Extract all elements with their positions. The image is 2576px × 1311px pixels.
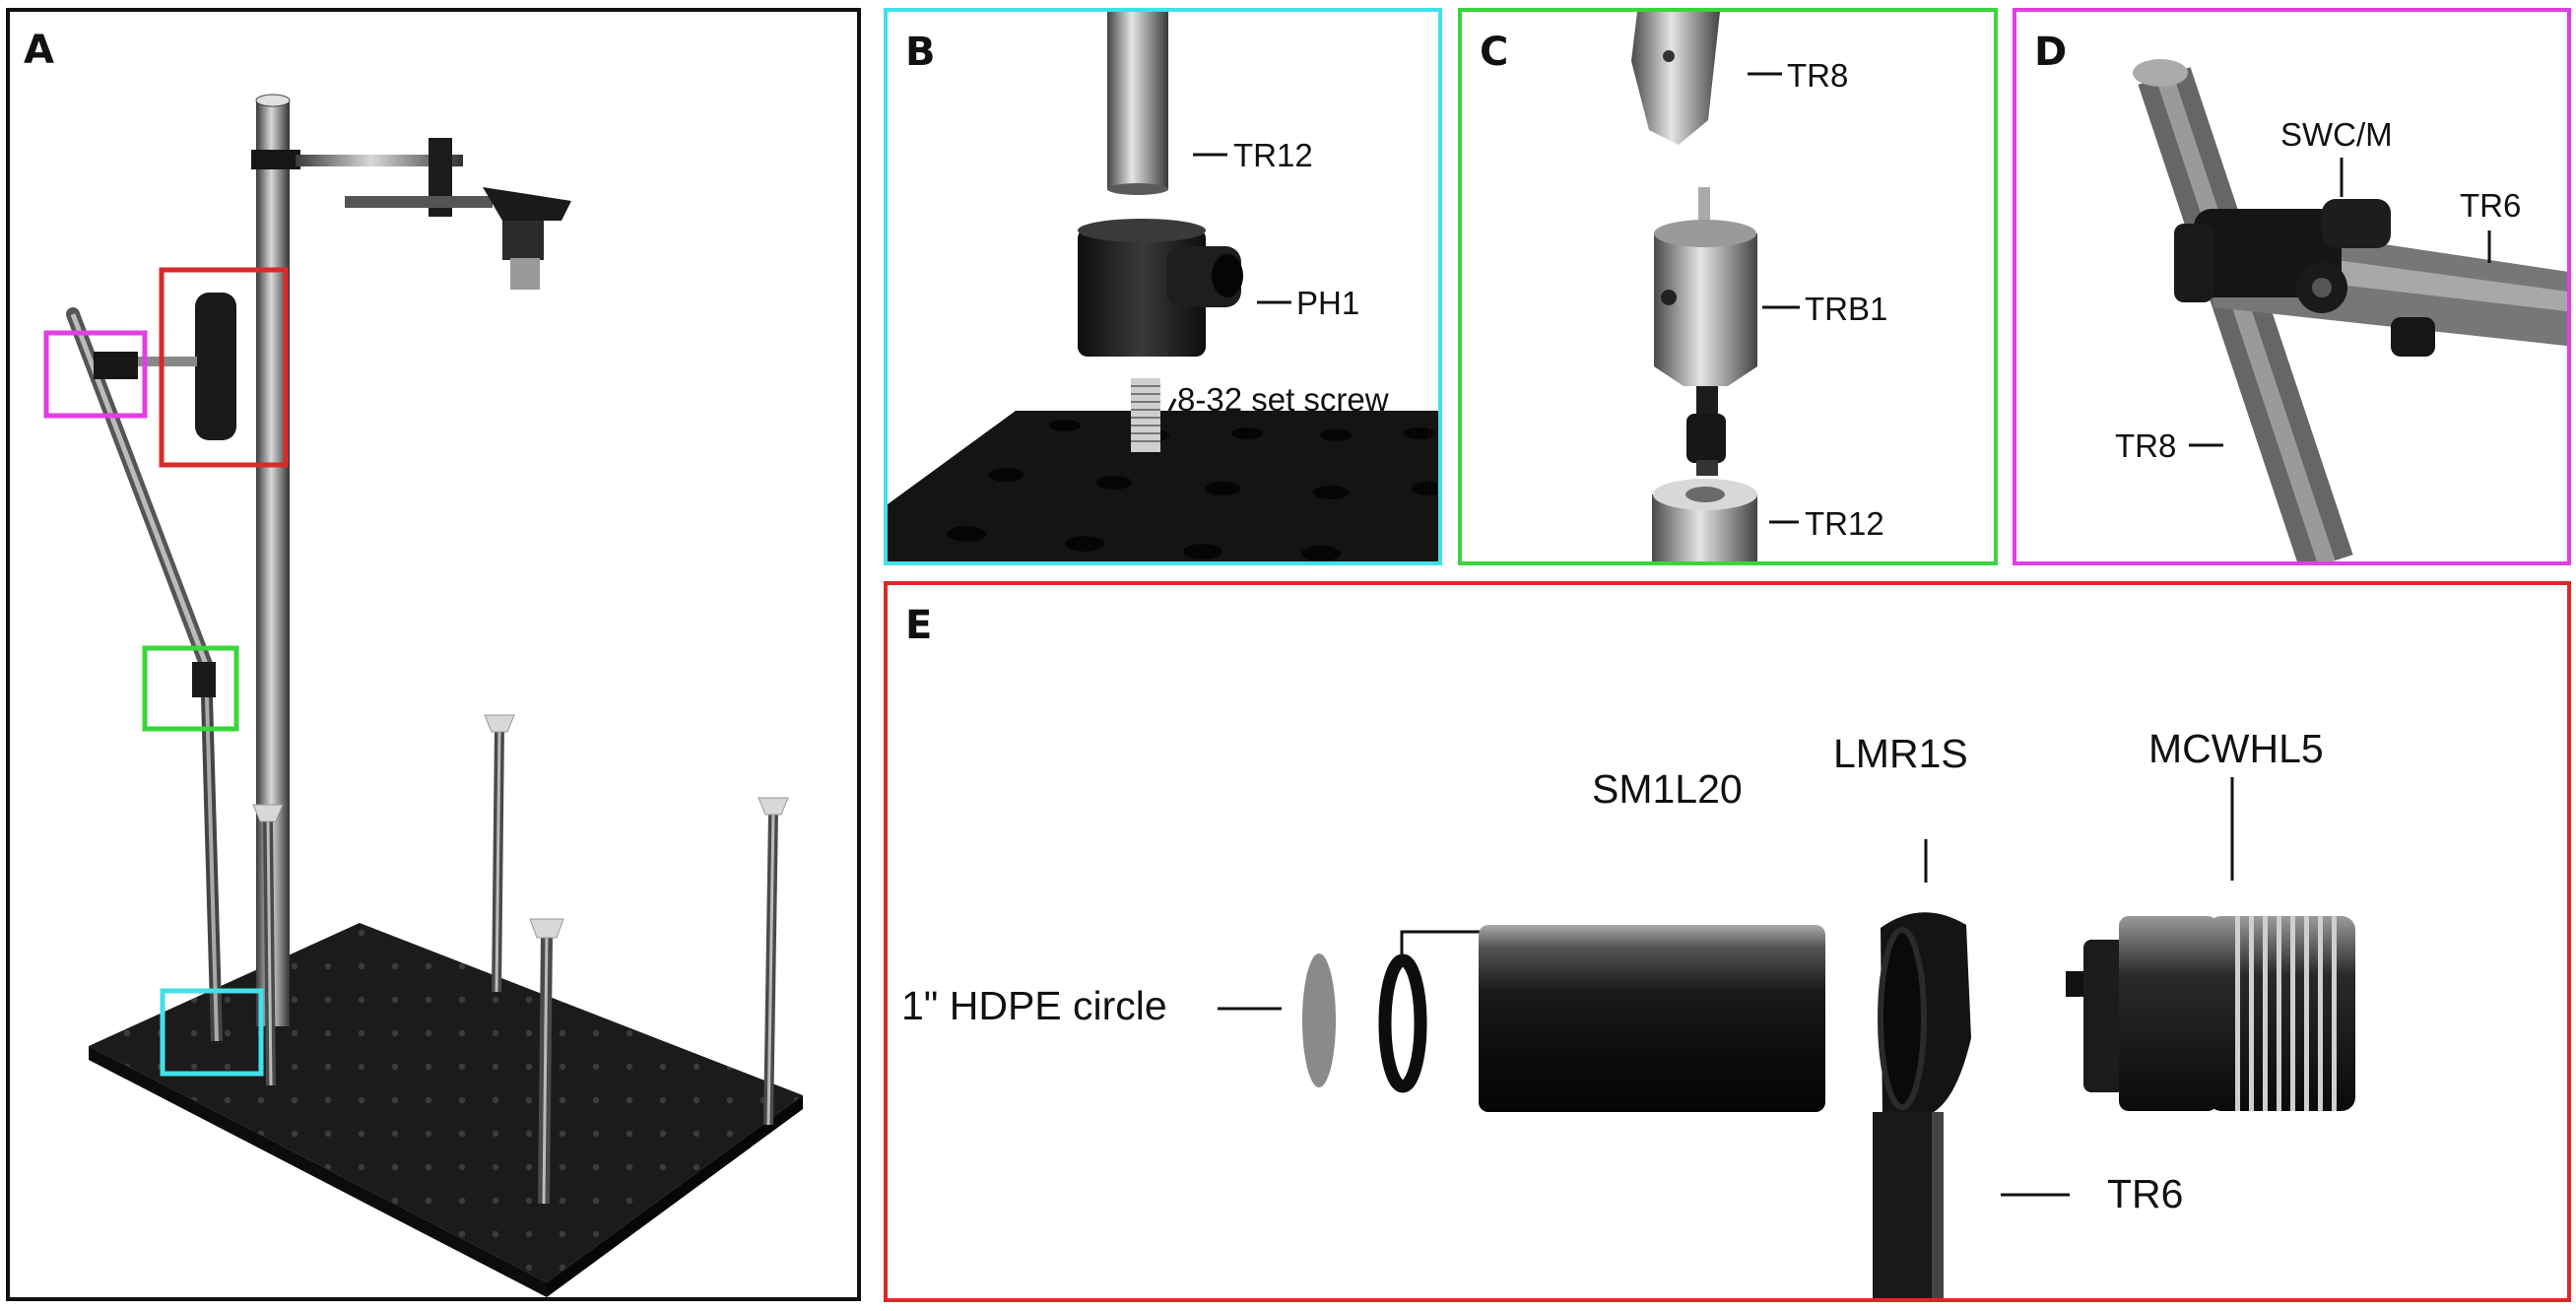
label-sm1l20: SM1L20: [1592, 766, 1743, 812]
label-lmr1s: LMR1S: [1833, 731, 1968, 776]
callout-d-box: [43, 330, 148, 419]
panel-e: E SM1L20 LMR1S MCWHL5 1" HDPE circle TR6: [884, 581, 2571, 1302]
label-tr12: TR12: [1233, 137, 1313, 173]
label-mcwhl5: MCWHL5: [2148, 726, 2324, 771]
callout-e-box: [159, 267, 289, 468]
label-swcm: SWC/M: [2280, 116, 2393, 153]
panel-d-illustration: [2133, 59, 2567, 561]
callout-b-box: [160, 988, 264, 1077]
panel-c-letter: C: [1480, 30, 1509, 75]
panel-c-illustration: [1631, 12, 1800, 561]
label-hdpe-circle: 1" HDPE circle: [901, 983, 1167, 1028]
label-tr6-d: TR6: [2460, 187, 2522, 224]
callout-c-box: [142, 645, 239, 732]
panel-d-letter: D: [2034, 30, 2068, 75]
label-ph1: PH1: [1296, 285, 1360, 321]
panel-b-illustration: [888, 12, 1438, 561]
breadboard: [89, 923, 803, 1297]
label-tr8: TR8: [1787, 57, 1849, 94]
panel-d: D SWC/M TR6 TR8: [2013, 8, 2571, 565]
panel-a-letter: A: [24, 28, 54, 73]
label-tr8-d: TR8: [2115, 427, 2177, 464]
panel-e-letter: E: [905, 603, 933, 648]
label-tr12-c: TR12: [1805, 505, 1884, 542]
label-set-screw: 8-32 set screw: [1177, 381, 1389, 418]
panel-a: A: [6, 8, 861, 1301]
panel-e-illustration: [1218, 777, 2355, 1298]
panel-b-letter: B: [905, 30, 936, 75]
label-trb1: TRB1: [1805, 291, 1888, 327]
panel-c: C TR8 TRB1 TR12: [1458, 8, 1998, 565]
panel-b: B TR12 PH1 8-32 set screw: [884, 8, 1442, 565]
side-posts: [252, 714, 789, 1205]
label-tr6-e: TR6: [2107, 1171, 2184, 1216]
setup-illustration: [43, 94, 803, 1297]
